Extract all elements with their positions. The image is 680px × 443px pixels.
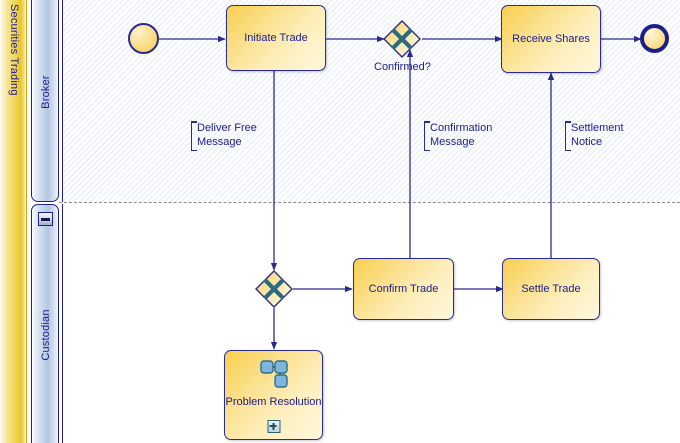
expand-plus-icon[interactable] [267,420,280,433]
message-label-confirmation-message: Confirmation Message [424,121,492,151]
subprocess-label: Problem Resolution [225,396,322,408]
message-label-line1: Deliver Free [197,122,257,134]
gateway-confirmed[interactable] [383,20,421,58]
message-label-line2: Message [430,136,475,148]
message-label-line1: Confirmation [430,122,493,134]
subprocess-flow-marker-icon [254,359,294,389]
message-label-settlement-notice: Settlement Notice [565,121,624,151]
message-label-line2: Message [197,136,242,148]
lane-label-broker: Broker [40,75,52,109]
lane-collapse-button-custodian[interactable] [38,212,53,226]
task-receive-shares[interactable]: Receive Shares [501,5,601,73]
pool-label: Securities Trading [8,4,20,96]
pool-header[interactable]: Securities Trading [0,0,27,443]
subprocess-problem-resolution[interactable]: Problem Resolution [224,350,323,440]
message-label-line2: Notice [571,136,603,148]
end-event[interactable] [640,24,669,53]
lane-body-custodian [62,204,680,443]
gateway-custodian-split[interactable] [255,270,293,308]
lane-header-custodian[interactable]: Custodian [31,204,59,443]
lane-divider [59,202,680,203]
task-confirm-trade[interactable]: Confirm Trade [353,258,454,320]
task-settle-trade[interactable]: Settle Trade [502,258,600,320]
task-initiate-trade[interactable]: Initiate Trade [226,5,326,71]
message-label-line1: Settlement [571,122,624,134]
message-label-deliver-free-message: Deliver Free Message [191,121,257,151]
start-event[interactable] [128,23,159,54]
lane-header-broker[interactable]: Broker [31,0,59,202]
gateway-confirmed-label: Confirmed? [374,61,431,73]
lane-label-custodian: Custodian [40,309,52,361]
